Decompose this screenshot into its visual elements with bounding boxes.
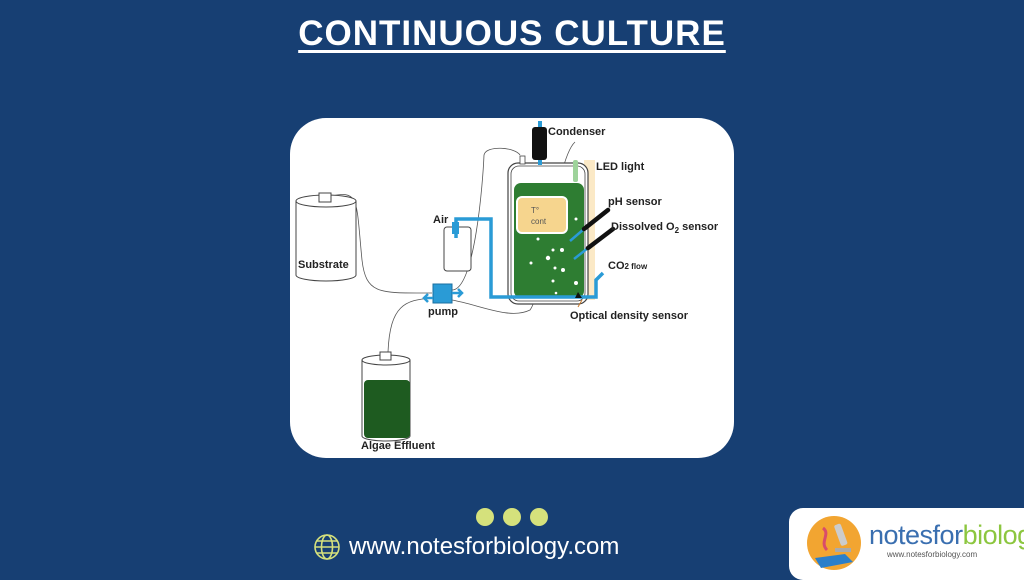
temperature-control [516,196,568,234]
optical-sensor [575,292,582,298]
website-link[interactable]: www.notesforbiology.com [313,533,619,561]
bubbles [529,217,578,295]
brand-logo: notesforbiology www.notesforbiology.com [789,508,1024,580]
optical-label: Optical density sensor [570,310,689,322]
effluent-container [361,351,411,442]
dot [476,508,494,526]
ph-sensor [581,207,611,232]
temp-label-1: T° [531,206,539,215]
continuous-culture-diagram: Substrate Algae Effluent Air T° cont pum… [290,118,734,458]
microscope-book-icon [807,516,861,570]
substrate-label: Substrate [298,259,349,271]
air-tube [454,217,605,299]
condenser-label: Condenser [548,126,606,138]
temp-label-2: cont [531,217,547,226]
led-rod [573,160,578,182]
logo-name: notesforbiology [869,520,1024,550]
led-label: LED light [596,161,645,173]
substrate-container [295,192,357,282]
air-label: Air [433,214,449,226]
o2-label: Dissolved O2 sensor [611,221,719,235]
condenser [532,127,547,160]
effluent-label: Algae Effluent [361,440,435,452]
o2-sensor [585,226,616,251]
ph-label: pH sensor [608,196,663,208]
dot [503,508,521,526]
co2-label: CO2 flow [608,260,648,272]
website-text: www.notesforbiology.com [349,533,620,560]
logo-url: www.notesforbiology.com [887,550,978,559]
dot [530,508,548,526]
led-light [584,160,595,300]
page-title: CONTINUOUS CULTURE [298,14,726,53]
pump-label: pump [428,306,458,318]
globe-icon [314,534,340,560]
pump [422,283,464,304]
